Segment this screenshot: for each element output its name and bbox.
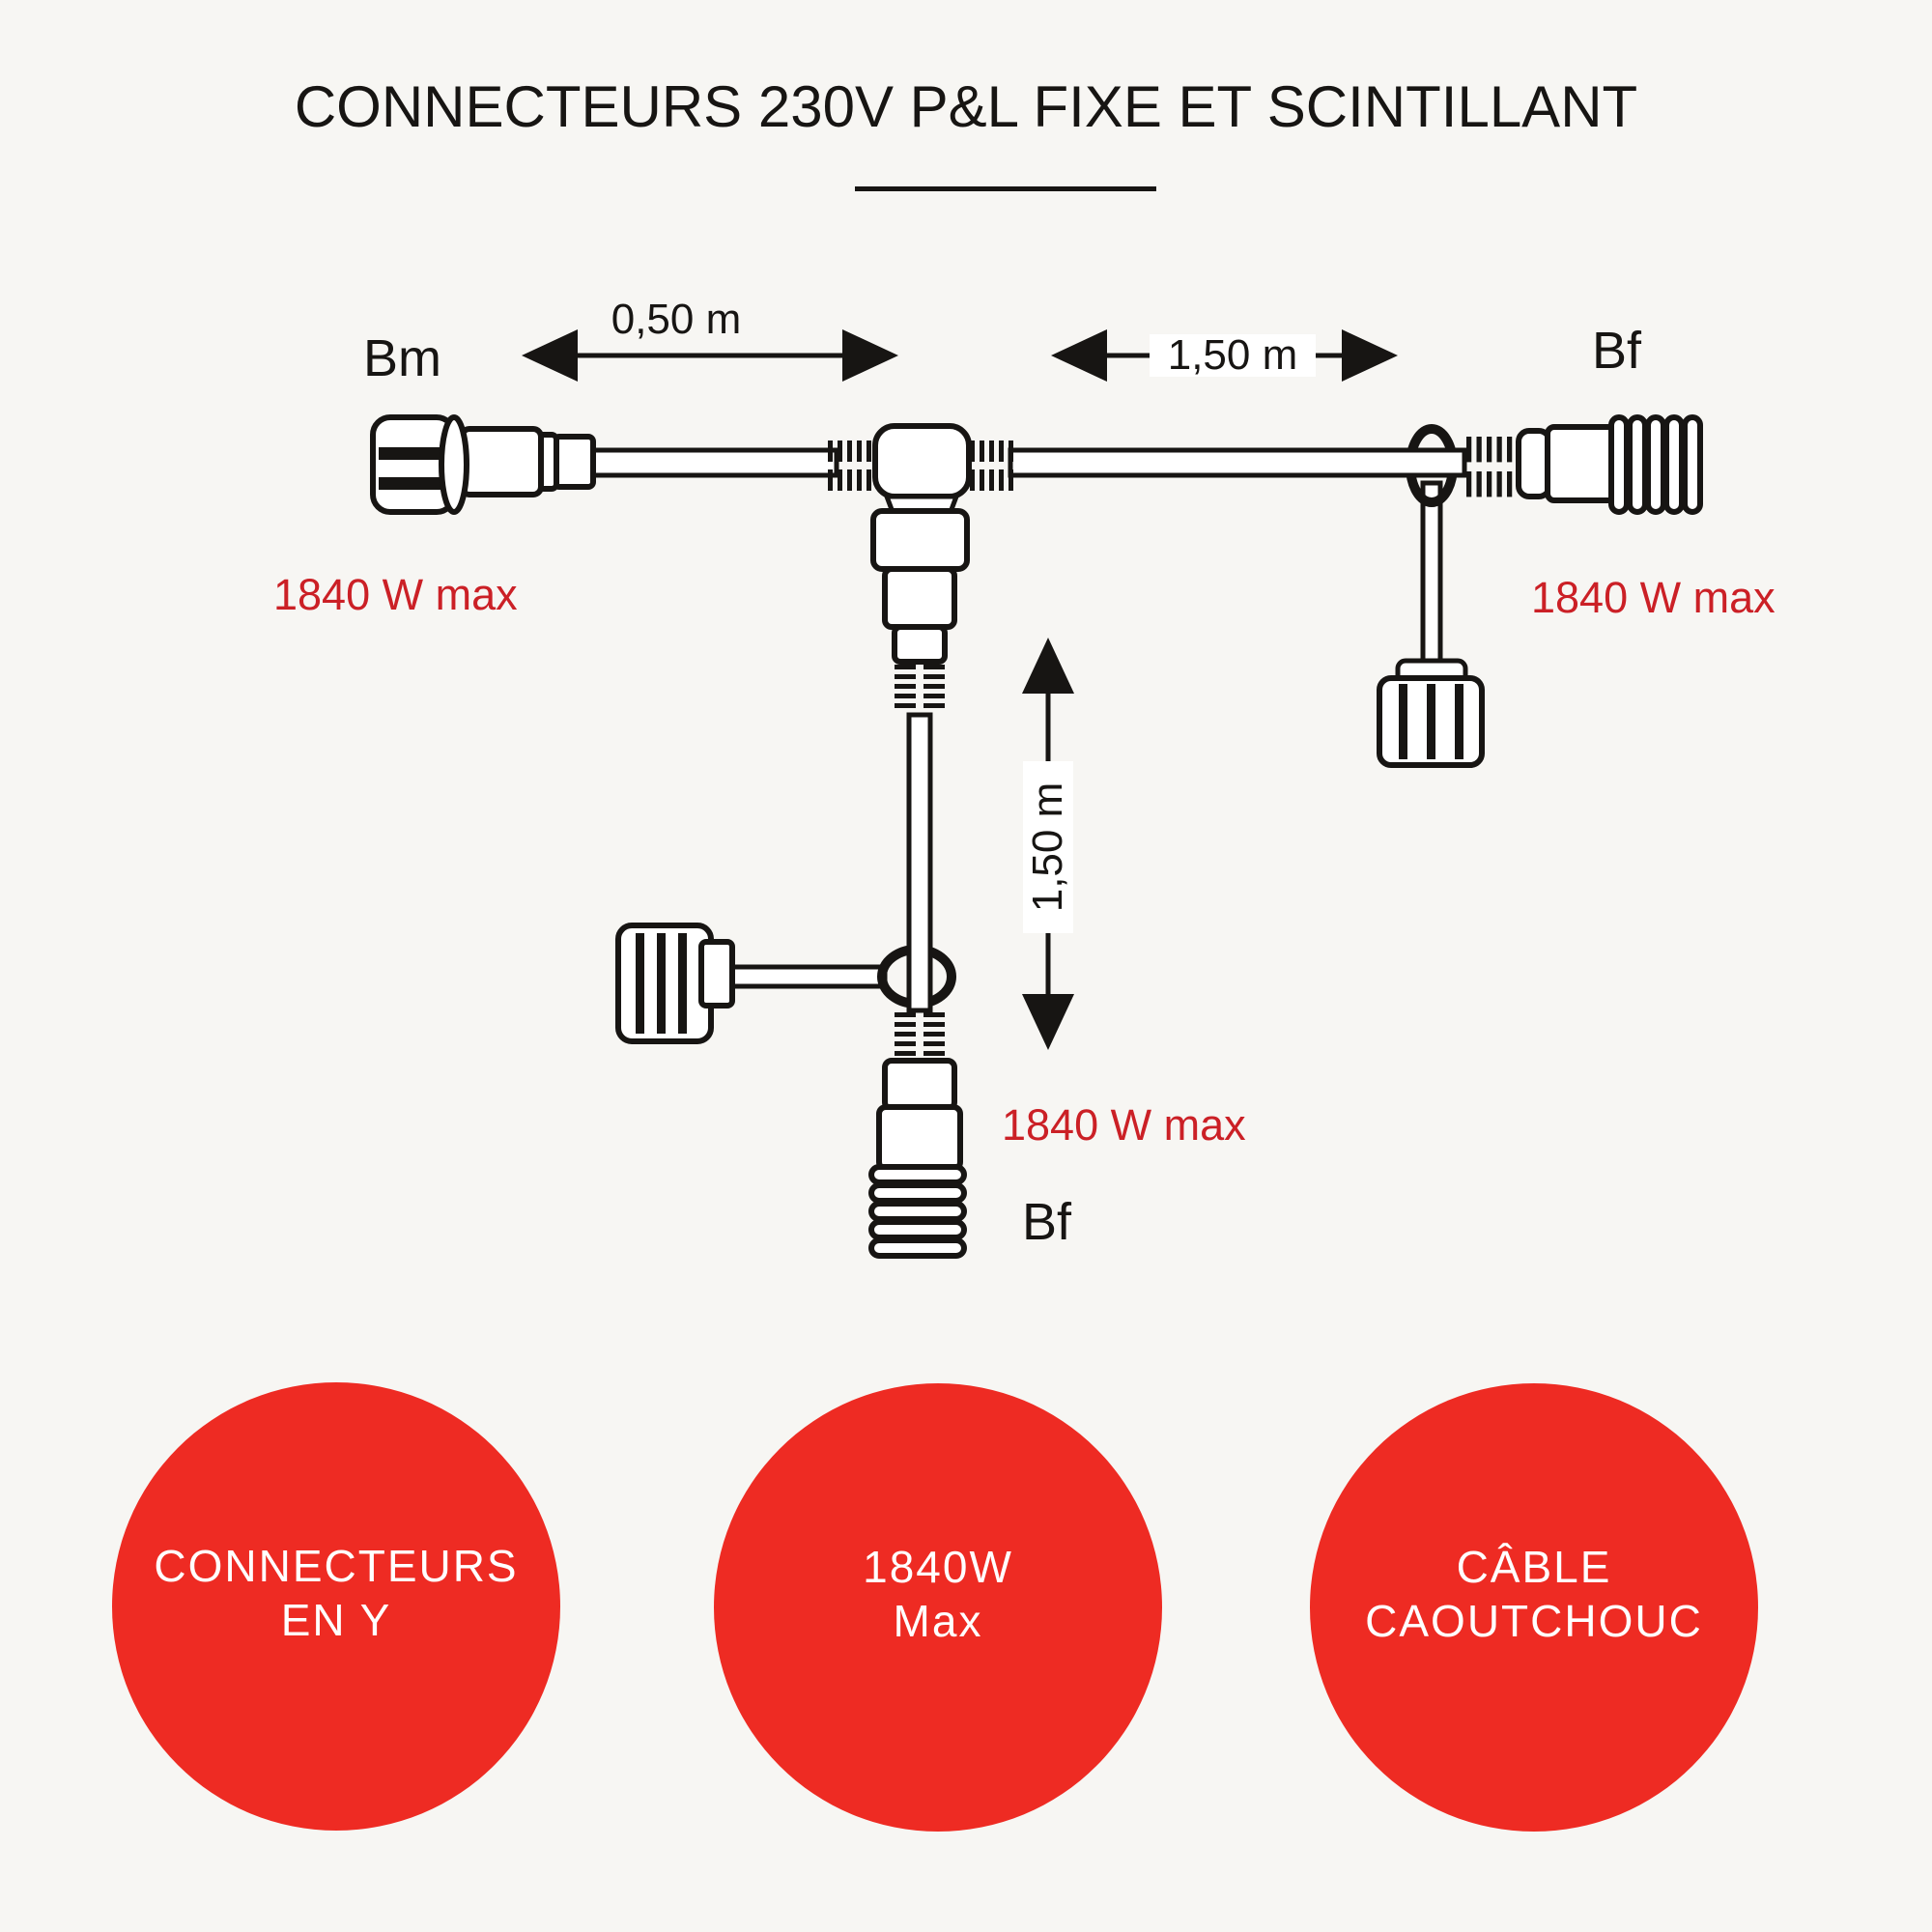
badge-line2: Max (893, 1596, 983, 1646)
badge-line2: CAOUTCHOUC (1365, 1596, 1703, 1646)
power-rating-right: 1840 W max (1531, 573, 1776, 622)
bf-connector-bottom-icon (868, 1012, 967, 1259)
dimension-label-050m: 0,50 m (611, 296, 742, 343)
cable-branch-left (725, 964, 888, 989)
badge-line1: 1840W (863, 1541, 1013, 1592)
dimension-label-150m-horizontal: 1,50 m (1150, 334, 1316, 377)
badge-line1: CÂBLE (1456, 1541, 1612, 1592)
badge-1840w-max: 1840W Max (714, 1383, 1162, 1832)
badge-text: 1840W Max (863, 1540, 1013, 1648)
badge-line1: CONNECTEURS (154, 1540, 519, 1591)
badge-connecteurs-en-y: CONNECTEURS EN Y (112, 1382, 560, 1831)
title-underline (855, 186, 1156, 191)
cable-right-segment (1008, 447, 1467, 478)
page-title: CONNECTEURS 230V P&L FIXE ET SCINTILLANT (294, 74, 1638, 139)
bf-connector-right-icon (1466, 414, 1703, 515)
cable-drop-segment (906, 712, 933, 1013)
badge-line2: EN Y (280, 1595, 392, 1645)
bm-connector-icon (370, 414, 596, 515)
protective-cap-right-icon (1377, 658, 1485, 768)
dimension-label-150m-vertical: 1,50 m (1023, 761, 1073, 933)
label-bf-bottom: Bf (1022, 1193, 1072, 1251)
protective-cap-left-icon (615, 923, 735, 1044)
power-rating-bottom: 1840 W max (1002, 1100, 1246, 1150)
badge-text: CONNECTEURS EN Y (154, 1539, 518, 1647)
y-connector-icon (828, 423, 1013, 708)
dimension-arrow-left (522, 329, 898, 382)
label-bm: Bm (363, 329, 441, 387)
power-rating-left: 1840 W max (273, 570, 518, 619)
hanging-cord (1420, 480, 1443, 671)
label-bf-right: Bf (1592, 322, 1642, 380)
cable-left-segment (581, 447, 839, 478)
badge-text: CÂBLE CAOUTCHOUC (1365, 1540, 1703, 1648)
badge-cable-caoutchouc: CÂBLE CAOUTCHOUC (1310, 1383, 1758, 1832)
